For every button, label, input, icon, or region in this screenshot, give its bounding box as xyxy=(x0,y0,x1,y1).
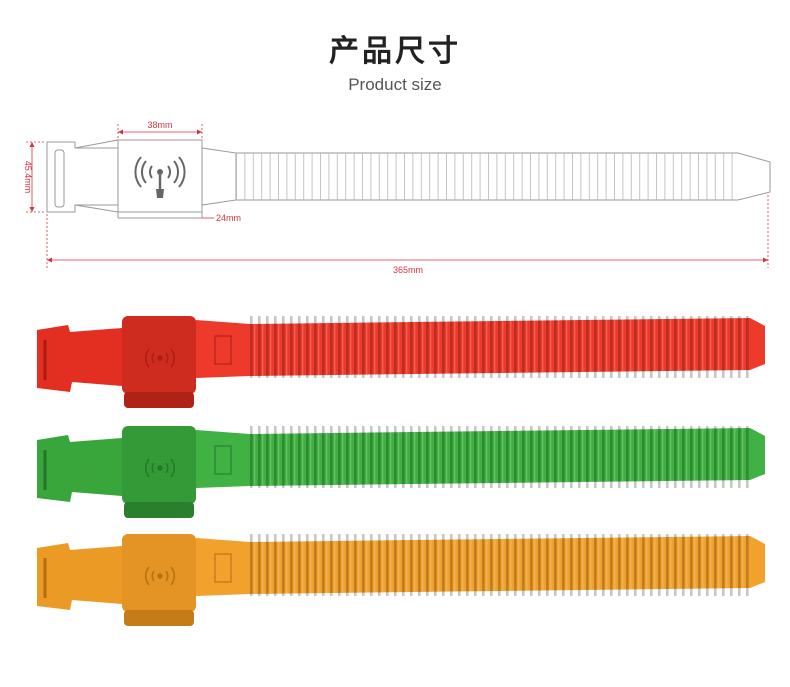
page-subtitle: Product size xyxy=(348,75,442,94)
strap-green xyxy=(37,426,765,518)
height-dimension-label: 45.4mm xyxy=(23,161,33,194)
rfid-icon xyxy=(134,156,186,198)
strap-orange xyxy=(37,534,765,626)
outline-drawing xyxy=(46,139,771,219)
outline-slot xyxy=(54,149,65,208)
dimension-lines xyxy=(26,124,769,268)
page-title: 产品尺寸 xyxy=(329,34,461,69)
thickness-dimension-label: 24mm xyxy=(216,213,241,223)
outline-right-neck xyxy=(201,147,237,206)
strap-red xyxy=(37,316,765,408)
width-dimension-label: 38mm xyxy=(147,120,172,130)
length-dimension-label: 365mm xyxy=(393,265,423,275)
